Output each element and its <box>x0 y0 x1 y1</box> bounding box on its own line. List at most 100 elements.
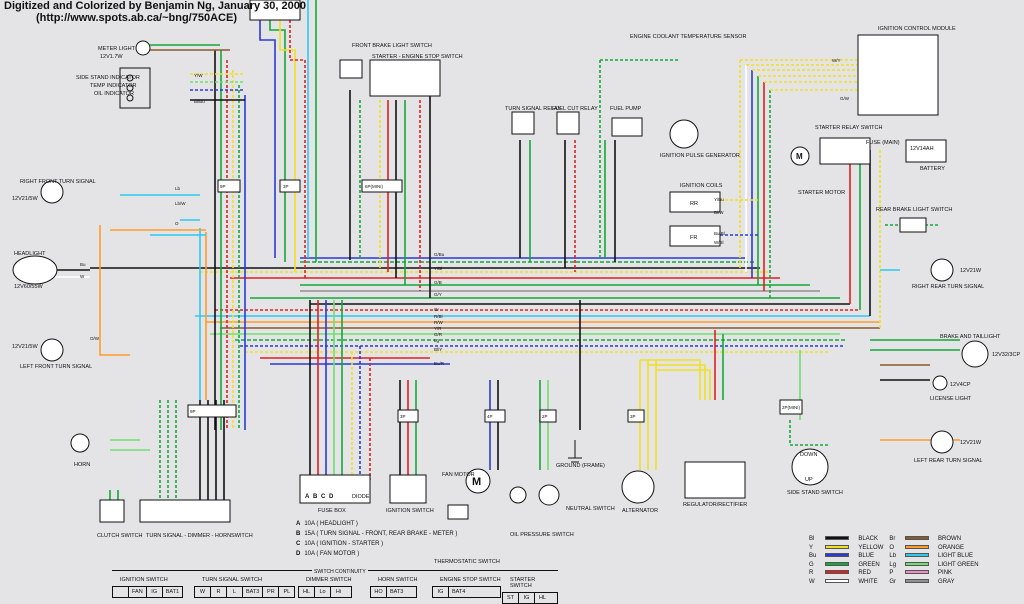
legend-code: G <box>809 561 814 568</box>
left-front-turn-bulb-icon <box>40 338 64 362</box>
label-meter-light-rating: 12V1.7W <box>100 54 123 60</box>
label-starter-relay: STARTER RELAY SWITCH <box>815 125 882 131</box>
continuity-cell: BAT4 <box>452 589 466 595</box>
wire-lf-turn <box>99 225 130 356</box>
wire-code: Bl/Y <box>434 347 442 352</box>
label-coil-rr: RR <box>690 201 698 207</box>
wire-code: Y/W <box>194 73 203 78</box>
label-up: UP <box>805 477 813 483</box>
wire-code: G/B <box>434 280 442 285</box>
continuity-group-title: HORN SWITCH <box>378 577 418 583</box>
legend-code: Bl <box>809 536 815 542</box>
label-down: DOWN <box>800 452 817 458</box>
continuity-group-title: IGNITION SWITCH <box>120 577 168 583</box>
meter-light-bulb-icon <box>135 40 151 56</box>
connector-3p-2 <box>397 409 419 423</box>
legend-name: RED <box>858 570 872 576</box>
connector-label: 3P <box>630 414 636 419</box>
wire-code: Bu/R <box>434 361 445 366</box>
wire-code: W/Y <box>832 58 841 63</box>
wire-code: Y/Bl <box>434 266 442 271</box>
continuity-cell: R <box>211 587 227 597</box>
label-temp-indicator: TEMP INDICATOR <box>90 83 136 89</box>
ground-frame-icon <box>568 440 582 463</box>
label-rear-brake-switch: REAR BRAKE LIGHT SWITCH <box>876 207 952 213</box>
connector-label: 3P <box>400 414 406 419</box>
continuity-cell: IG <box>519 593 535 603</box>
legend-name: ORANGE <box>938 544 965 551</box>
ignition-pulse-generator-icon <box>669 119 699 149</box>
label-front-brake-switch: FRONT BRAKE LIGHT SWITCH <box>352 43 432 49</box>
label-lf-rating: 12V21/5W <box>12 344 38 350</box>
ignition-control-module-body <box>857 34 939 116</box>
thermostatic-switch-body <box>447 504 469 520</box>
wire-code: G/R <box>434 332 443 337</box>
starter-motor-icon <box>790 146 810 166</box>
continuity-cell: Lo <box>315 587 331 597</box>
continuity-cell: PL <box>283 589 291 595</box>
wire-handlebar-switch <box>199 400 225 500</box>
fuse-box-body <box>299 474 371 504</box>
continuity-cell: FAN <box>129 587 147 597</box>
wire-code: R/W <box>434 320 444 325</box>
legend-swatch <box>819 544 855 553</box>
legend-name: BLACK <box>858 536 879 542</box>
right-front-turn-bulb-icon <box>40 180 64 204</box>
label-fuse-a: A <box>305 494 310 500</box>
wire-code: Bu <box>80 262 86 267</box>
wire-code: R/Bl <box>434 314 443 319</box>
label-pulse-generator: IGNITION PULSE GENERATOR <box>660 153 740 159</box>
legend-code: Gr <box>889 578 897 585</box>
legend-name: PINK <box>938 570 953 576</box>
continuity-cell: PR <box>263 587 280 597</box>
legend-code: R <box>809 570 814 576</box>
oil-pressure-switch-icon <box>509 486 527 504</box>
battery-icon <box>905 139 947 163</box>
connector-label: 9P <box>190 409 196 414</box>
label-side-stand-switch: SIDE STAND SWITCH <box>787 490 843 496</box>
wire-code: G/W <box>840 96 850 101</box>
side-stand-indicator-icon <box>126 74 134 82</box>
label-turn-signal-relay: TURN SIGNAL RELAY <box>505 106 561 112</box>
continuity-group-title: STARTER SWITCH <box>510 577 536 589</box>
label-headlight: HEADLIGHT <box>14 251 46 257</box>
continuity-cell: IG <box>147 587 163 597</box>
wire-code: Lb <box>175 186 181 191</box>
wire-code: G/Bu <box>434 252 445 257</box>
legend-swatch <box>899 578 935 587</box>
ignition-coil-rr <box>669 191 721 213</box>
left-rear-turn-bulb-icon <box>930 430 954 454</box>
wire-code: Lb/W <box>175 201 186 206</box>
legend-code: O <box>889 544 895 551</box>
wire-code: W <box>80 274 85 279</box>
label-ignition-coils: IGNITION COILS <box>680 183 723 189</box>
continuity-cell: BAT3 <box>243 587 264 597</box>
side-stand-switch-icon <box>791 448 829 486</box>
regulator-rectifier-body <box>684 461 746 499</box>
label-ignition-switch: IGNITION SWITCH <box>386 508 434 514</box>
label-fuse-b: B <box>313 494 318 500</box>
continuity-group-title: ENGINE STOP SWITCH <box>440 577 501 583</box>
right-rear-turn-bulb-icon <box>930 258 954 282</box>
label-icm: IGNITION CONTROL MODULE <box>878 26 956 32</box>
label-fuse-d: D <box>329 494 334 500</box>
legend-name: GRAY <box>938 578 955 585</box>
legend-swatch <box>899 561 935 570</box>
continuity-cell: W <box>195 587 211 597</box>
label-brake-tail: BRAKE AND TAILLIGHT <box>940 334 1001 340</box>
label-diode: DIODE <box>352 494 370 500</box>
label-clutch-switch: CLUTCH SWITCH <box>97 533 143 539</box>
continuity-cell: BAT3 <box>390 589 404 595</box>
label-turn-dimmer-horn: TURN SIGNAL - DIMMER - HORNSWITCH <box>146 533 253 539</box>
alternator-icon <box>621 470 655 504</box>
legend-code: Lb <box>889 553 897 559</box>
label-starter-motor: STARTER MOTOR <box>798 190 845 196</box>
